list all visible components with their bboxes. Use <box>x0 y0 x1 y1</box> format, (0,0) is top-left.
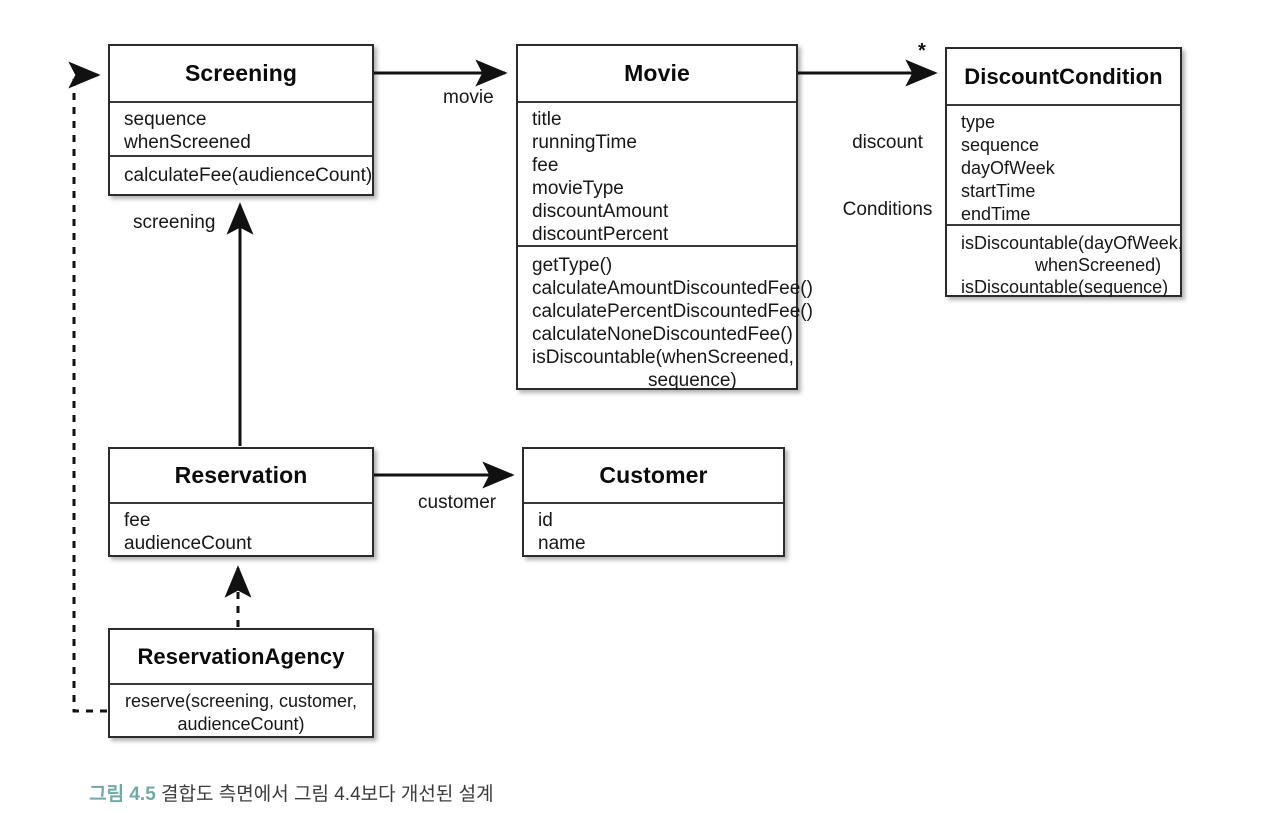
class-attributes-movie: title runningTime fee movieType discount… <box>518 101 796 245</box>
class-attribute: sequence <box>961 135 1040 155</box>
class-box-reservationagency[interactable]: ReservationAgency reserve(screening, cus… <box>108 628 374 738</box>
class-name-discountcondition: DiscountCondition <box>964 64 1163 89</box>
class-operations-reservationagency: reserve(screening, customer, audienceCou… <box>110 683 372 736</box>
class-attribute: audienceCount <box>124 533 252 554</box>
class-attribute: startTime <box>961 181 1036 201</box>
class-attribute: runningTime <box>532 132 637 153</box>
class-box-customer[interactable]: Customer id name <box>522 447 785 557</box>
class-operation: reserve(screening, customer, <box>124 691 358 711</box>
class-operation: isDiscountable(sequence) <box>961 277 1169 297</box>
class-name-reservationagency: ReservationAgency <box>137 644 345 669</box>
edge-label-screening: screening <box>133 212 216 233</box>
class-operations-movie: getType() calculateAmountDiscountedFee()… <box>518 245 813 391</box>
edge-agency-screening <box>68 61 107 713</box>
class-operation: calculatePercentDiscountedFee() <box>532 301 813 322</box>
class-attributes-customer: id name <box>524 502 783 555</box>
class-attribute: sequence <box>124 109 207 130</box>
edge-label-discountconditions: discount Conditions <box>820 87 955 266</box>
class-operation: isDiscountable(whenScreened, <box>532 347 794 368</box>
class-operation: calculateAmountDiscountedFee() <box>532 278 813 299</box>
class-attribute: discountPercent <box>532 224 669 245</box>
class-operation-continuation: sequence) <box>648 370 737 391</box>
figure-caption: 그림 4.5 결합도 측면에서 그림 4.4보다 개선된 설계 <box>68 758 494 813</box>
class-attributes-screening: sequence whenScreened <box>110 101 372 155</box>
class-name-screening: Screening <box>184 60 298 86</box>
class-attribute: whenScreened <box>124 132 251 153</box>
class-box-movie[interactable]: Movie title runningTime fee movieType di… <box>516 44 813 391</box>
class-operation: getType() <box>532 255 613 276</box>
class-attribute: fee <box>124 510 151 531</box>
class-attributes-discountcondition: type sequence dayOfWeek startTime endTim… <box>947 104 1180 224</box>
class-attribute: id <box>538 510 553 531</box>
class-operation-continuation: audienceCount) <box>177 714 305 734</box>
multiplicity-discountconditions: * <box>918 40 926 62</box>
figure-caption-text: 결합도 측면에서 그림 4.4보다 개선된 설계 <box>155 783 494 805</box>
edge-label-customer: customer <box>418 492 497 513</box>
class-box-discountcondition[interactable]: DiscountCondition type sequence dayOfWee… <box>945 47 1183 297</box>
class-attribute: endTime <box>961 204 1031 224</box>
class-attribute: fee <box>532 155 559 176</box>
class-attribute: discountAmount <box>532 201 669 222</box>
class-operation: calculateFee(audienceCount) <box>124 165 373 186</box>
class-attribute: name <box>538 533 586 554</box>
class-attributes-reservation: fee audienceCount <box>110 502 372 555</box>
class-operation: isDiscountable(dayOfWeek, <box>961 233 1183 253</box>
edge-label-line2: Conditions <box>842 199 933 221</box>
edge-label-movie: movie <box>443 87 494 108</box>
class-name-customer: Customer <box>599 462 708 488</box>
class-operations-discountcondition: isDiscountable(dayOfWeek, whenScreened) … <box>947 224 1183 297</box>
figure-caption-label: 그림 4.5 <box>89 783 156 805</box>
class-operation: calculateNoneDiscountedFee() <box>532 324 793 345</box>
class-operations-screening: calculateFee(audienceCount) <box>110 155 372 195</box>
class-operation-continuation: whenScreened) <box>1035 255 1162 275</box>
class-box-screening[interactable]: Screening sequence whenScreened calculat… <box>108 44 374 196</box>
class-name-movie: Movie <box>624 60 690 86</box>
class-attribute: title <box>532 109 562 130</box>
edge-label-line1: discount <box>852 131 923 153</box>
class-attribute: movieType <box>532 178 624 199</box>
class-name-reservation: Reservation <box>174 462 308 488</box>
class-box-reservation[interactable]: Reservation fee audienceCount <box>108 447 374 557</box>
class-attribute: type <box>961 112 996 132</box>
class-attribute: dayOfWeek <box>961 158 1055 178</box>
